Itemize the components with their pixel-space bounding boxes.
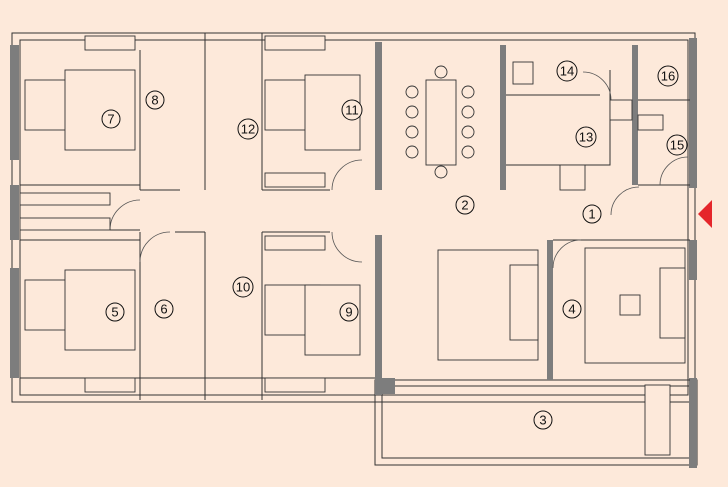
- room-11-label: 11: [341, 99, 363, 121]
- inner-walls: [20, 33, 690, 400]
- svg-text:15: 15: [670, 138, 684, 153]
- sofas: [437, 247, 686, 456]
- svg-text:2: 2: [461, 198, 468, 213]
- svg-text:1: 1: [588, 207, 595, 222]
- room-6-label: 6: [154, 299, 174, 319]
- room-9-label: 9: [339, 302, 359, 322]
- room-5-label: 5: [105, 302, 125, 322]
- outer-walls: [10, 32, 698, 468]
- room-13-label: 13: [575, 126, 597, 148]
- room-3-label: 3: [533, 410, 553, 430]
- entry-arrow-icon: [698, 200, 712, 228]
- room-14-label: 14: [556, 60, 578, 82]
- svg-text:6: 6: [160, 302, 167, 317]
- svg-text:8: 8: [151, 93, 158, 108]
- room-labels: 1 2 3 4 5 6 7 8 9 10 11 12 13 14 15 16: [101, 60, 688, 430]
- room-16-label: 16: [657, 65, 679, 87]
- dining-table: [405, 65, 475, 179]
- svg-text:3: 3: [539, 413, 546, 428]
- room-2-label: 2: [455, 195, 475, 215]
- room-12-label: 12: [237, 118, 259, 140]
- svg-text:4: 4: [568, 302, 575, 317]
- room-1-label: 1: [582, 204, 602, 224]
- svg-text:10: 10: [236, 280, 250, 295]
- room-4-label: 4: [562, 299, 582, 319]
- svg-text:5: 5: [111, 305, 118, 320]
- svg-text:14: 14: [560, 64, 574, 79]
- room-8-label: 8: [145, 90, 165, 110]
- room-7-label: 7: [101, 109, 121, 129]
- wardrobes: [19, 35, 326, 393]
- svg-text:12: 12: [241, 122, 255, 137]
- room-10-label: 10: [232, 276, 254, 298]
- svg-text:16: 16: [661, 69, 675, 84]
- room-15-label: 15: [666, 134, 688, 156]
- svg-text:7: 7: [107, 112, 114, 127]
- beds: [24, 69, 361, 356]
- svg-text:11: 11: [345, 103, 359, 118]
- svg-text:9: 9: [345, 305, 352, 320]
- kitchen-counters: [512, 61, 664, 191]
- svg-text:13: 13: [579, 130, 593, 145]
